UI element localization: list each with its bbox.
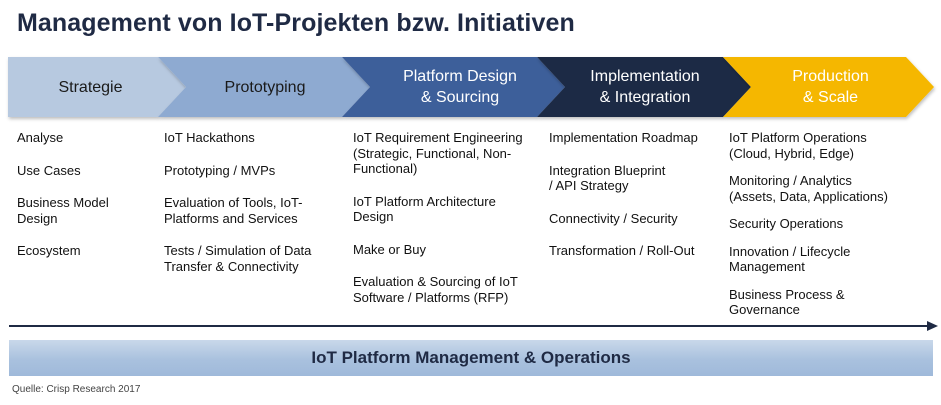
list-item: Evaluation & Sourcing of IoT Software / … xyxy=(353,274,518,305)
source-note: Quelle: Crisp Research 2017 xyxy=(12,384,141,395)
list-item: Security Operations xyxy=(729,216,844,231)
list-item: Tests / Simulation of Data Transfer & Co… xyxy=(164,243,312,274)
list-item: Monitoring / Analytics (Assets, Data, Ap… xyxy=(729,173,888,204)
chevron-implementation xyxy=(537,57,751,117)
list-item: Implementation Roadmap xyxy=(549,130,698,145)
bottom-bar: IoT Platform Management & Operations xyxy=(9,340,933,376)
column-prototyping: IoT Hackathons Prototyping / MVPs Evalua… xyxy=(164,130,344,291)
column-production: IoT Platform Operations (Cloud, Hybrid, … xyxy=(729,130,934,335)
list-item: Business Model Design xyxy=(17,195,109,226)
column-platform-design: IoT Requirement Engineering (Strategic, … xyxy=(353,130,543,322)
column-strategie: Analyse Use Cases Business Model Design … xyxy=(17,130,157,276)
phase-label-implementation: Implementation & Integration xyxy=(590,68,700,106)
list-item: Transformation / Roll-Out xyxy=(549,243,695,258)
list-item: IoT Platform Operations (Cloud, Hybrid, … xyxy=(729,130,867,161)
phase-label-strategie: Strategie xyxy=(58,78,123,96)
list-item: Ecosystem xyxy=(17,243,81,258)
list-item: IoT Platform Architecture Design xyxy=(353,193,496,225)
list-item: Innovation / Lifecycle Management xyxy=(729,243,851,275)
list-item: Analyse xyxy=(17,130,64,145)
chevron-strategie xyxy=(8,57,186,117)
column-implementation: Implementation Roadmap Integration Bluep… xyxy=(549,130,724,276)
list-item: Connectivity / Security xyxy=(549,210,678,226)
list-item: Prototyping / MVPs xyxy=(164,162,276,178)
chevron-production xyxy=(723,57,934,117)
phase-label-platform-design: Platform Design & Sourcing xyxy=(403,68,517,106)
list-item: Business Process & Governance xyxy=(729,286,845,318)
list-item: IoT Hackathons xyxy=(164,130,255,145)
list-item: Make or Buy xyxy=(353,241,426,257)
chevron-platform-design xyxy=(342,57,565,117)
phase-chevrons xyxy=(8,57,934,117)
page-title: Management von IoT-Projekten bzw. Initia… xyxy=(17,9,575,37)
phase-label-prototyping: Prototyping xyxy=(224,78,306,96)
list-item: IoT Requirement Engineering (Strategic, … xyxy=(353,130,523,176)
list-item: Evaluation of Tools, IoT- Platforms and … xyxy=(164,195,303,226)
list-item: Integration Blueprint / API Strategy xyxy=(549,162,666,194)
phase-label-production: Production & Scale xyxy=(792,68,869,106)
list-item: Use Cases xyxy=(17,162,81,178)
timeline-arrow xyxy=(9,321,938,331)
chevron-prototyping xyxy=(158,57,370,117)
